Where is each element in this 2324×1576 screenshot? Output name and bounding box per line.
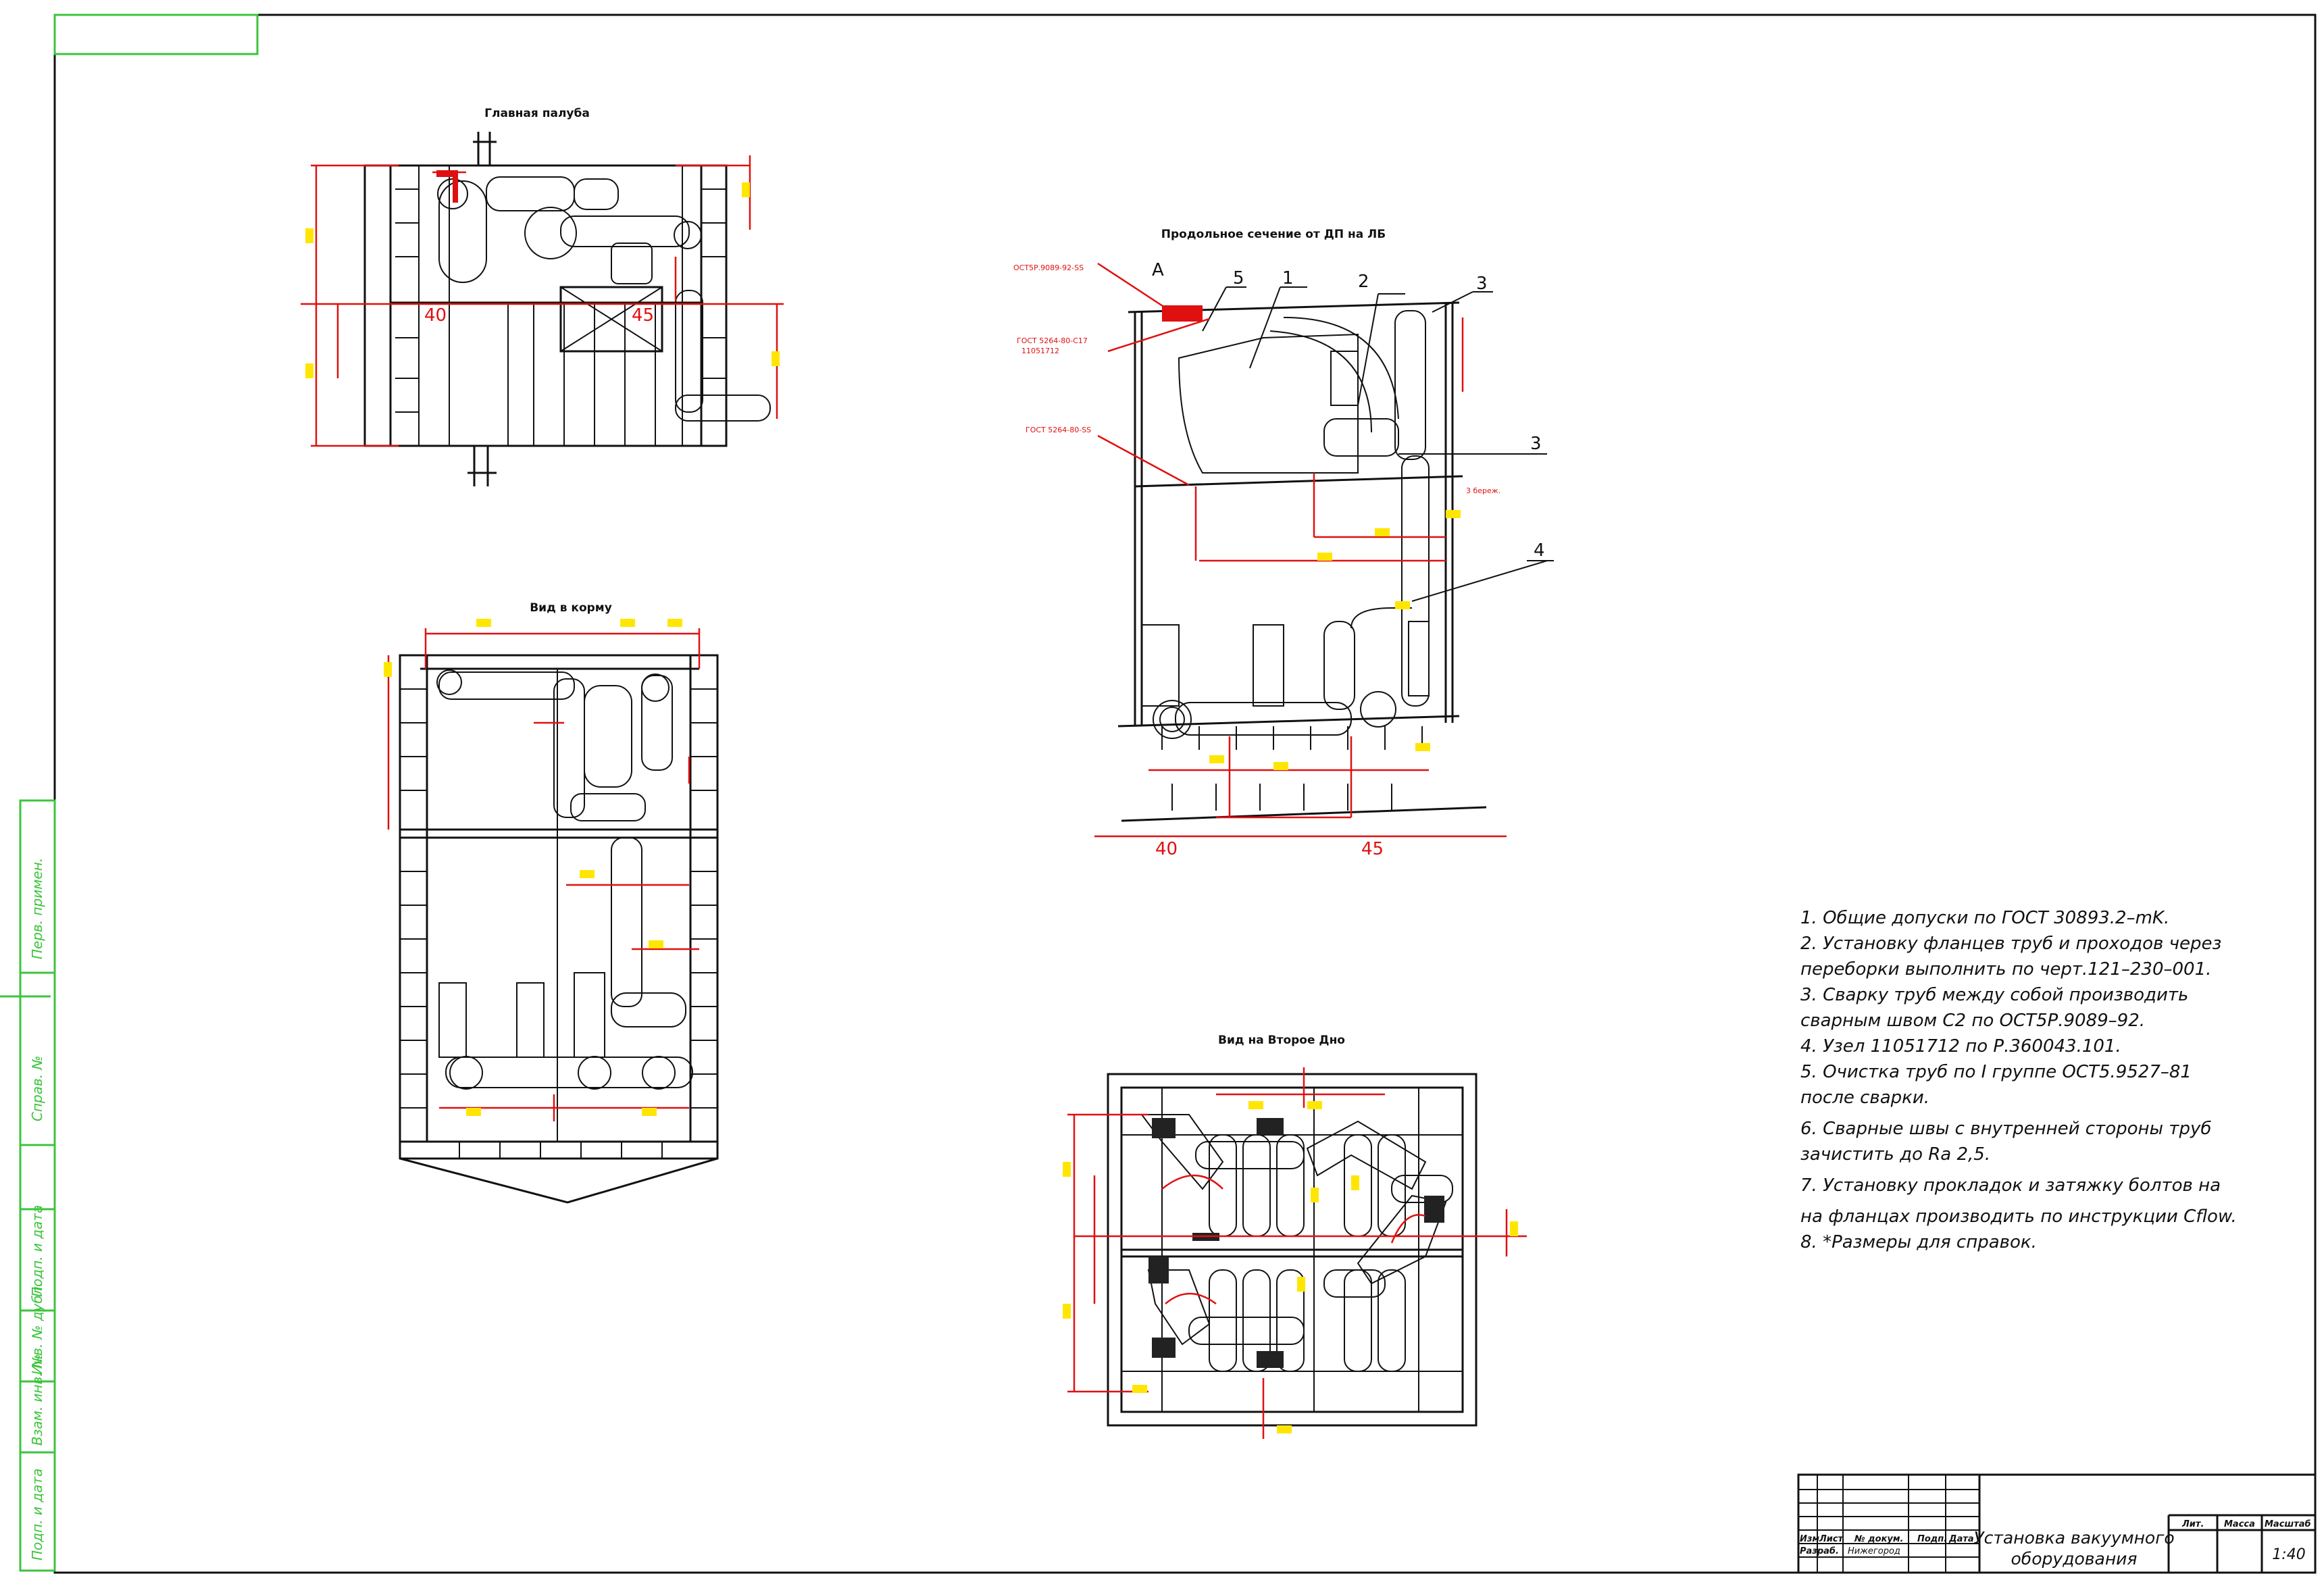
frame-label-40-main: 40	[424, 305, 447, 326]
ref-ost: ОСТ5Р.9089-92-SS	[1013, 263, 1084, 272]
note-line-6: 4. Узел 11051712 по Р.360043.101.	[1800, 1036, 2121, 1057]
side-label-5: Взам. инв. №	[29, 1354, 45, 1446]
side-label-2: Справ. №	[29, 1056, 45, 1121]
stamp-title-line-2: оборудования	[2011, 1549, 2138, 1569]
side-stamp-labels: Перв. примен. Справ. № Подп. и дата Инв.…	[29, 858, 45, 1560]
stamp-scale-label: Масштаб	[2265, 1519, 2311, 1529]
stamp-mass: Масса	[2224, 1519, 2255, 1529]
note-line-5: сварным швом С2 по ОСТ5Р.9089–92.	[1800, 1011, 2145, 1031]
title-block: Изм Лист № докум. Подп. Дата Разраб. Ниж…	[1797, 1473, 2317, 1574]
highlight-marker-section	[1162, 305, 1203, 322]
technical-notes: 1. Общие допуски по ГОСТ 30893.2–mK. 2. …	[1800, 905, 2287, 1255]
stamp-row-dev: Разраб.	[1800, 1546, 1839, 1556]
note-line-1: 1. Общие допуски по ГОСТ 30893.2–mK.	[1800, 908, 2170, 928]
callout-2: 2	[1358, 272, 1369, 292]
side-label-6: Подп. и дата	[29, 1469, 45, 1560]
top-left-stamp-box	[53, 14, 259, 55]
stamp-lit: Лит.	[2181, 1519, 2204, 1529]
side-label-4: Инв. № дубл.	[29, 1282, 45, 1375]
stamp-col-date: Дата	[1948, 1534, 1974, 1544]
view-title-aft: Вид в корму	[530, 601, 612, 615]
side-label-3: Подп. и дата	[29, 1205, 45, 1297]
callout-5: 5	[1233, 268, 1244, 288]
side-stamp	[0, 799, 56, 1572]
ref-gost-1b: 11051712	[1021, 347, 1059, 355]
view-section: Продольное сечение от ДП на ЛБ	[1013, 228, 1554, 859]
stamp-dev-name: Нижегород	[1848, 1546, 1900, 1556]
callout-4: 4	[1534, 540, 1545, 561]
side-label-1: Перв. примен.	[29, 858, 45, 959]
note-line-12: на фланцах производить по инструкции Cfl…	[1800, 1206, 2237, 1227]
note-line-3: переборки выполнить по черт.121–230–001.	[1800, 959, 2212, 980]
stamp-col-izm: Изм	[1800, 1534, 1819, 1544]
note-line-2: 2. Установку фланцев труб и проходов чер…	[1800, 934, 2222, 954]
callout-3-mid: 3	[1530, 434, 1542, 454]
note-line-9: 6. Сварные швы с внутренней стороны труб	[1800, 1119, 2212, 1139]
frame-label-45-section: 45	[1361, 839, 1384, 859]
stamp-col-sign: Подп.	[1917, 1534, 1947, 1544]
view-main-deck: Главная палуба	[301, 107, 784, 486]
ref-gost-1: ГОСТ 5264-80-С17	[1017, 336, 1088, 345]
view-aft: Вид в корму	[384, 601, 719, 1204]
note-line-8: после сварки.	[1800, 1088, 1930, 1108]
frame-label-45-main: 45	[632, 305, 654, 326]
sheet-frame	[53, 14, 2317, 1574]
highlight-marker-main-deck	[436, 170, 458, 203]
note-line-13: 8. *Размеры для справок.	[1800, 1232, 2037, 1252]
note-line-4: 3. Сварку труб между собой производить	[1800, 985, 2189, 1005]
frame-label-40-section: 40	[1155, 839, 1178, 859]
view-title-section: Продольное сечение от ДП на ЛБ	[1161, 228, 1386, 241]
stamp-scale-value: 1:40	[2272, 1546, 2305, 1563]
note-line-11: 7. Установку прокладок и затяжку болтов …	[1800, 1175, 2221, 1196]
stamp-title-line-1: Установка вакуумного	[1973, 1528, 2174, 1548]
callout-1: 1	[1282, 268, 1294, 288]
note-line-10: зачистить до Ra 2,5.	[1800, 1144, 1991, 1165]
view-title-double-bottom: Вид на Второе Дно	[1218, 1034, 1345, 1047]
note-line-7: 5. Очистка труб по I группе ОСТ5.9527–81	[1800, 1062, 2192, 1082]
callout-3-top: 3	[1476, 274, 1488, 294]
ref-weld: 3 береж.	[1466, 486, 1500, 495]
stamp-col-list: Лист	[1819, 1534, 1844, 1544]
view-title-main-deck: Главная палуба	[484, 107, 590, 120]
stamp-col-doc: № докум.	[1854, 1534, 1903, 1544]
callout-a: А	[1152, 260, 1164, 280]
view-double-bottom: Вид на Второе Дно	[1063, 1034, 1527, 1439]
ref-gost-2: ГОСТ 5264-80-SS	[1026, 426, 1091, 434]
